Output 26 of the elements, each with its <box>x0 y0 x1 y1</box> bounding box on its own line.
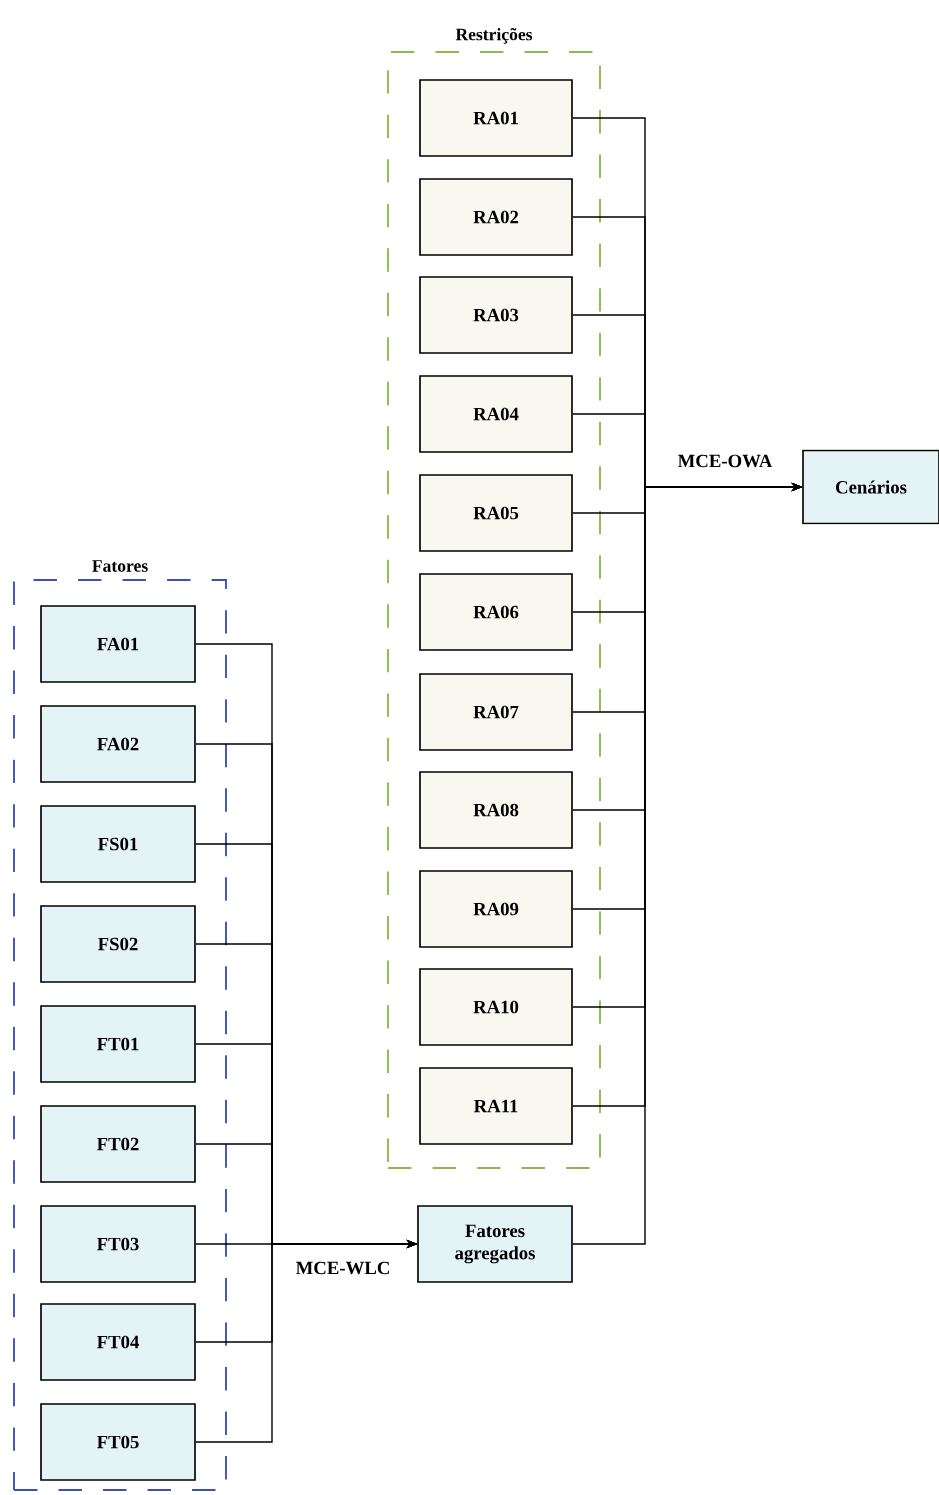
process-box: RA08 <box>419 771 573 849</box>
process-box: Cenários <box>802 449 939 525</box>
process-box: RA06 <box>419 573 573 651</box>
process-box: RA02 <box>419 178 573 256</box>
node-label: Fatores <box>92 560 148 572</box>
process-box: FS02 <box>40 905 196 983</box>
process-box: RA03 <box>419 276 573 354</box>
process-box: Fatores agregados <box>417 1205 573 1283</box>
process-box: RA04 <box>419 375 573 453</box>
process-box: FT01 <box>40 1005 196 1083</box>
process-box: FA02 <box>40 705 196 783</box>
node-label: Restrições <box>455 27 533 44</box>
process-box: RA07 <box>419 673 573 751</box>
process-box: FA01 <box>40 605 196 683</box>
process-box: FT05 <box>40 1403 196 1481</box>
process-box: FT04 <box>40 1303 196 1381</box>
process-box: RA09 <box>419 870 573 948</box>
process-box: RA11 <box>419 1067 573 1145</box>
process-box: RA01 <box>419 79 573 157</box>
process-box: FS01 <box>40 805 196 883</box>
edge-label: MCE-OWA <box>676 453 774 469</box>
process-box: FT03 <box>40 1205 196 1283</box>
process-box: FT02 <box>40 1105 196 1183</box>
process-box: RA05 <box>419 474 573 552</box>
edge-label: MCE-WLC <box>294 1260 392 1276</box>
process-box: RA10 <box>419 968 573 1046</box>
